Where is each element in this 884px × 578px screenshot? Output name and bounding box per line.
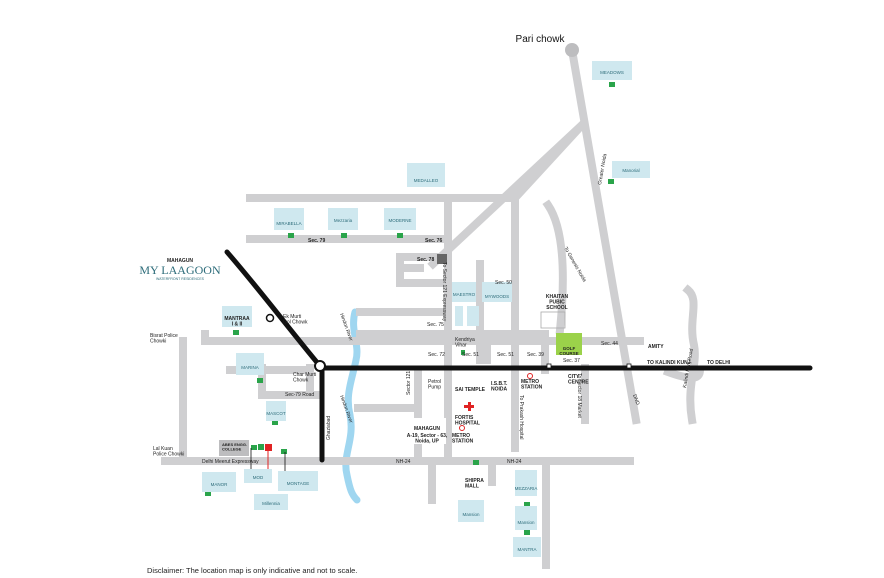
- expressway-label: To Sector 121 Expressway: [441, 262, 447, 322]
- sai-temple-label: SAI TEMPLE: [455, 387, 486, 393]
- sec79-label: Sec. 79: [308, 238, 325, 244]
- sector121-label: Sector 121: [406, 371, 412, 395]
- project-logos: [202, 61, 650, 557]
- sec50-label: Sec. 50: [495, 280, 512, 286]
- mahagun-address: A-19, Sector - 63,Noida, UP: [407, 433, 448, 445]
- roads: [161, 45, 705, 569]
- main-highway: [224, 249, 813, 463]
- road-near-mantra-label: Sec-79 Road: [285, 392, 314, 398]
- green-marker-main: [258, 444, 264, 450]
- mezzaria-label: MEZZARIA: [515, 486, 538, 491]
- greater-noida-label: Greater Noida: [597, 153, 608, 185]
- nh24b-label: NH-24: [507, 459, 522, 465]
- city-centre-icon: [546, 363, 552, 369]
- mywoods-label: MYWOODS: [485, 294, 509, 299]
- manorial-label: Manorial: [622, 168, 639, 173]
- medalleo-label: MEDALLEO: [414, 178, 439, 183]
- mirabella-label: MIRABELLA: [276, 221, 301, 226]
- mansion-label: Mansion: [462, 512, 480, 517]
- pari-chowk-circle: [565, 43, 579, 57]
- mahagun-logo-text: MAHAGUN: [414, 426, 440, 432]
- abes-label: ABES ENGG.COLLEGE: [222, 442, 247, 451]
- interchange-icon: [626, 363, 632, 369]
- sec78-block: [437, 254, 447, 264]
- khaitan-school: [540, 311, 566, 329]
- red-marker: [265, 444, 272, 451]
- mansion2-label: Mansion: [517, 520, 535, 525]
- montage-label: MONTAGE: [287, 481, 309, 486]
- metro-icon-2: [459, 425, 465, 431]
- sec51b-label: Sec. 51: [497, 352, 514, 358]
- millennia-label: Millennia: [262, 501, 280, 506]
- mantra-small-label: MANTRA: [518, 547, 537, 552]
- disclaimer: Disclaimer: The location map is only ind…: [147, 566, 358, 575]
- pari-chowk-label: Pari chowk: [516, 34, 566, 45]
- sec39-label: Sec. 39: [527, 352, 544, 358]
- moderne-label: MODERNE: [388, 218, 411, 223]
- amity-label: AMITY: [648, 344, 664, 350]
- marina-label: MARINA: [241, 365, 259, 370]
- dme-label: Delhi Meerut Expressway: [202, 459, 259, 465]
- sec51-label: Sec. 51: [462, 352, 479, 358]
- my-laagoon-subtitle: WATERFRONT RESIDENCES: [156, 277, 205, 281]
- mezzaria-small-label: Mezzaria: [334, 218, 353, 223]
- metro-icon-1: [527, 373, 533, 379]
- meadows-label: MEADOWS: [600, 70, 624, 75]
- sec37-label: Sec. 37: [563, 358, 580, 364]
- to-sector18-label: To Sector 18 Market: [576, 373, 582, 418]
- ghaziabad-label: Ghaziabad: [326, 416, 332, 440]
- to-kalindi-label: TO KALINDI KUNJ: [647, 360, 691, 366]
- golf-course: [556, 333, 582, 355]
- sec72-label: Sec. 72: [428, 352, 445, 358]
- my-laagoon-title: MY LAAGOON: [139, 263, 221, 277]
- nh24-label: NH-24: [396, 459, 411, 465]
- sec75-label: Sec. 75: [427, 322, 444, 328]
- to-prakash-label: To Prakash Hospital: [518, 395, 524, 439]
- to-delhi-label: TO DELHI: [707, 360, 731, 366]
- sec76-label: Sec. 76: [425, 238, 442, 244]
- mascot-label: MASCOT: [266, 411, 286, 416]
- fortis-cross-icon: [464, 402, 474, 411]
- hindon-river: [342, 308, 361, 504]
- isbt-label: I.S.B.T.NOIDA: [491, 381, 508, 393]
- mahagun-manor-label: MANOR: [211, 482, 229, 487]
- abes-college-box: [219, 440, 249, 456]
- mahagun-modern-label: MOD: [253, 475, 264, 480]
- char-murti-circle: [314, 360, 326, 372]
- maestro-label: MAESTRO: [453, 292, 476, 297]
- my-laagoon-brand: MAHAGUN: [167, 258, 193, 264]
- sec78-label: Sec. 78: [417, 257, 434, 263]
- ek-murti-circle: [265, 313, 275, 323]
- dnd-label: DND: [631, 394, 640, 407]
- sec44-label: Sec. 44: [601, 341, 618, 347]
